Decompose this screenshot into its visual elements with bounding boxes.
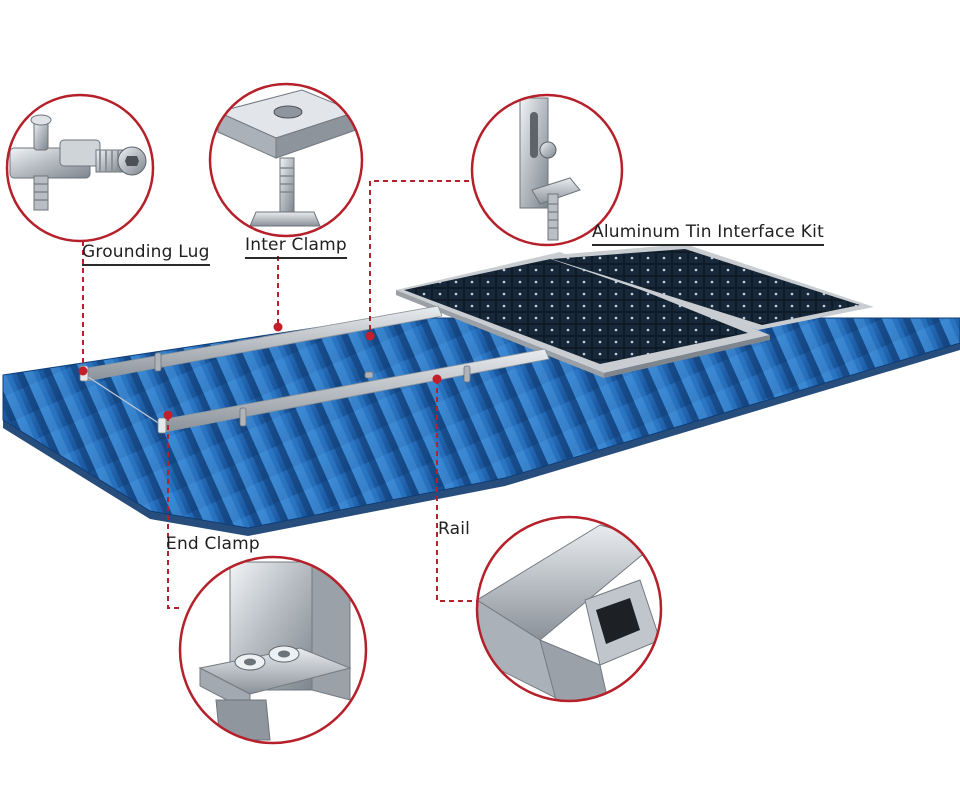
mounting-rails	[79, 305, 550, 434]
aluminum-kit-photo	[470, 93, 624, 247]
label-rail: Rail	[438, 519, 471, 539]
leader-lines	[82, 180, 478, 609]
solar-panel-array	[396, 244, 874, 378]
label-end-clamp: End Clamp	[166, 534, 260, 554]
label-aluminum-tin-interface-kit: Aluminum Tin Interface Kit	[592, 222, 824, 246]
grounding-lug-photo	[5, 93, 155, 243]
label-grounding-lug: Grounding Lug	[82, 242, 210, 266]
label-inter-clamp: Inter Clamp	[245, 235, 347, 259]
inter-clamp-photo	[208, 82, 364, 238]
anchor-dots	[78, 322, 442, 420]
corrugated-roof	[2, 317, 960, 536]
rail-photo	[475, 515, 663, 703]
end-clamp-photo	[178, 555, 368, 745]
